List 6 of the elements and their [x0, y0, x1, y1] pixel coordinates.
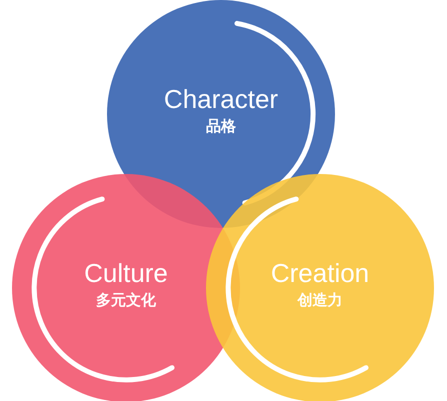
circle-subtitle: 多元文化	[96, 291, 156, 311]
circle-title: Culture	[84, 257, 168, 289]
circle-title: Creation	[270, 257, 370, 289]
circle-subtitle: 创造力	[298, 291, 342, 311]
circle-subtitle: 品格	[206, 117, 236, 137]
circle-title: Character	[164, 83, 278, 115]
